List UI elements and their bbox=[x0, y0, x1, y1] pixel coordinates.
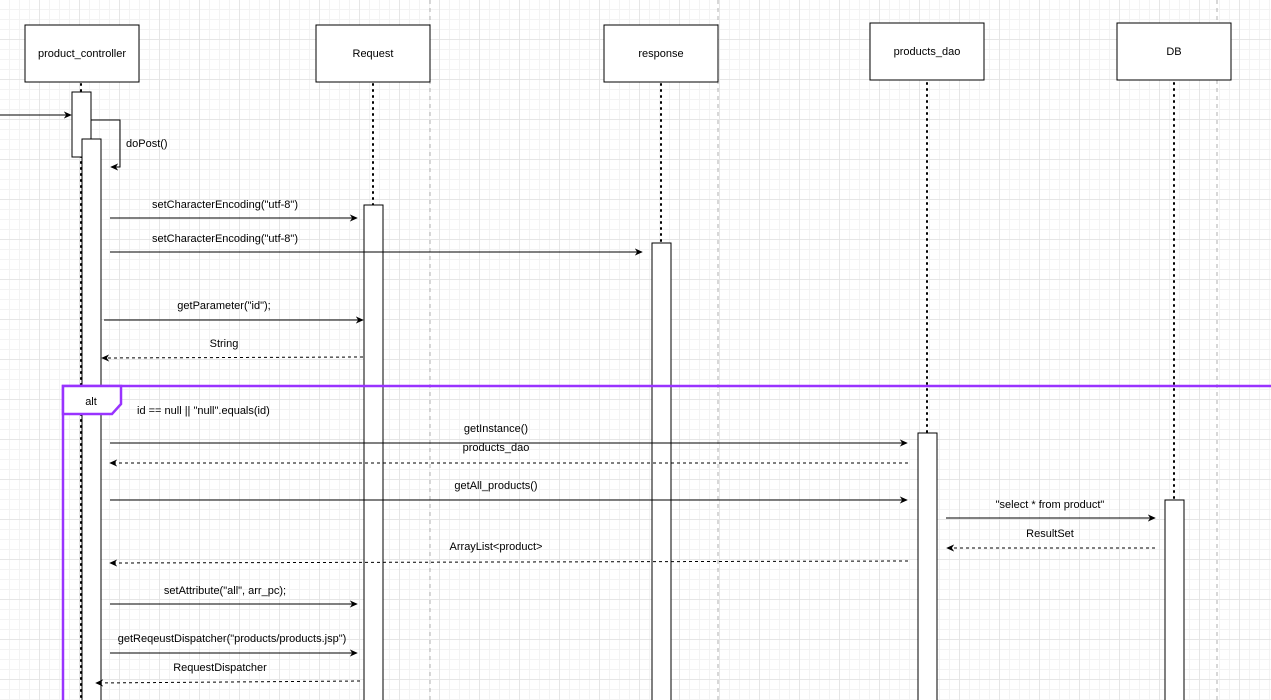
message-dopost-arrow bbox=[91, 119, 121, 171]
participant-label: products_dao bbox=[894, 46, 961, 58]
activation-response bbox=[651, 242, 672, 700]
activation-dao bbox=[917, 432, 938, 700]
message-string-return-label: String bbox=[210, 338, 239, 350]
participant-request[interactable]: Request bbox=[315, 24, 431, 83]
message-get-instance-label: getInstance() bbox=[464, 423, 528, 435]
lifelines bbox=[80, 82, 1175, 700]
message-dopost-label: doPost() bbox=[126, 138, 168, 150]
participant-controller[interactable]: product_controller bbox=[24, 24, 140, 83]
activation-bars bbox=[71, 91, 1185, 700]
message-dispatcher-return-label: RequestDispatcher bbox=[173, 662, 267, 674]
message-select-query-label: "select * from product" bbox=[996, 499, 1105, 511]
message-arraylist-return-arrow bbox=[109, 559, 909, 567]
activation-request bbox=[363, 204, 384, 700]
message-set-attribute-label: setAttribute("all", arr_pc); bbox=[164, 585, 286, 597]
alt-guard: id == null || "null".equals(id) bbox=[137, 405, 270, 417]
participant-dao[interactable]: products_dao bbox=[869, 22, 985, 81]
participant-label: response bbox=[638, 48, 683, 60]
guide-lines bbox=[429, 0, 1218, 700]
participant-label: product_controller bbox=[38, 48, 126, 60]
message-get-parameter-label: getParameter("id"); bbox=[177, 300, 270, 312]
participant-db[interactable]: DB bbox=[1116, 22, 1232, 81]
message-get-all-products-label: getAll_products() bbox=[454, 480, 537, 492]
activation-db bbox=[1164, 499, 1185, 700]
message-get-dispatcher-label: getReqeustDispatcher("products/products.… bbox=[118, 633, 347, 645]
message-dao-return-label: products_dao bbox=[463, 442, 530, 454]
message-dispatcher-return-arrow bbox=[95, 679, 361, 687]
alt-fragment: alt id == null || "null".equals(id) bbox=[61, 384, 1271, 700]
participant-label: Request bbox=[353, 48, 394, 60]
message-string-return-arrow bbox=[101, 354, 364, 362]
message-resp-encoding-label: setCharacterEncoding("utf-8") bbox=[152, 233, 298, 245]
message-resultset-return-label: ResultSet bbox=[1026, 528, 1074, 540]
activation-controller bbox=[81, 138, 102, 700]
alt-operator-tab bbox=[61, 384, 123, 416]
participant-label: DB bbox=[1166, 46, 1181, 58]
alt-operator-label: alt bbox=[85, 396, 97, 408]
message-arraylist-return-label: ArrayList<product> bbox=[450, 541, 543, 553]
message-req-encoding-label: setCharacterEncoding("utf-8") bbox=[152, 199, 298, 211]
messages: doPost() setCharacterEncoding("utf-8") s… bbox=[91, 119, 1156, 687]
participant-response[interactable]: response bbox=[603, 24, 719, 83]
